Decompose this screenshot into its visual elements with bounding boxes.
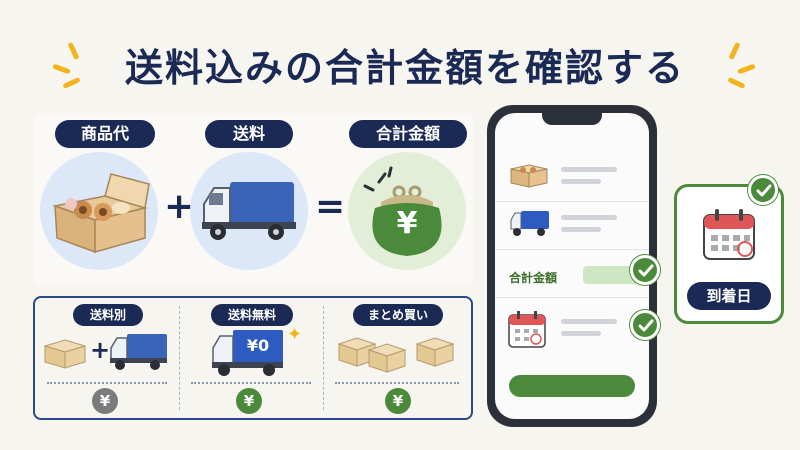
truck-icon: [110, 334, 167, 370]
phone-total-label: 合計金額: [509, 271, 558, 285]
equals-sign: =: [315, 186, 346, 227]
divider: [495, 249, 649, 250]
page-title: 送料込みの合計金額を確認する: [124, 46, 685, 90]
option-separate-shipping-label: 送料別: [73, 304, 143, 326]
free-shipping-price: ¥0: [246, 336, 270, 355]
placeholder-line: [561, 179, 601, 184]
divider: [179, 306, 180, 410]
sparkle-right-icon: [718, 41, 758, 92]
plus-sign: +: [90, 336, 111, 364]
yen-icon: ¥: [385, 388, 411, 414]
check-icon: [630, 310, 660, 340]
cake-box-icon: [510, 164, 548, 188]
placeholder-line: [561, 331, 601, 336]
sparkle-icon: ✦: [287, 324, 303, 345]
yen-symbol: ¥: [396, 206, 418, 241]
delivery-date-label: 到着日: [687, 282, 771, 310]
placeholder-line: [561, 227, 601, 232]
placeholder-line: [561, 167, 617, 172]
divider: [495, 297, 649, 298]
placeholder-line: [561, 319, 617, 324]
boxes-icon: [337, 337, 455, 373]
product-price-label: 商品代: [55, 120, 155, 148]
total-circle: ¥: [348, 152, 466, 270]
comparison-panel: 送料別 + ¥ 送料無料 ¥0 ✦ ¥ まとめ買い: [33, 296, 473, 420]
placeholder-line: [561, 215, 617, 220]
calendar-icon: [703, 209, 755, 260]
phone-notch: [542, 113, 602, 125]
truck-icon: [202, 182, 296, 240]
separator-line: [47, 382, 167, 384]
divider: [323, 306, 324, 410]
delivery-date-bubble: 到着日: [674, 184, 784, 324]
option-free-shipping-label: 送料無料: [211, 304, 293, 326]
cake-box-icon: [52, 173, 150, 254]
phone-screen: 合計金額: [495, 113, 649, 419]
sparkle-left-icon: [52, 41, 95, 92]
coin-purse-icon: [363, 166, 442, 256]
shipping-circle: [190, 152, 308, 270]
option-bulk-buy-label: まとめ買い: [353, 304, 443, 326]
phone-total-value: [583, 266, 639, 284]
truck-icon: [212, 330, 283, 376]
total-label: 合計金額: [349, 120, 467, 148]
plus-sign: +: [164, 186, 195, 227]
shipping-label: 送料: [205, 120, 293, 148]
yen-icon: ¥: [236, 388, 262, 414]
divider: [495, 201, 649, 202]
yen-icon: ¥: [92, 388, 118, 414]
product-circle: [40, 152, 158, 270]
check-icon: [748, 175, 778, 205]
truck-icon: [510, 211, 549, 236]
check-icon: [630, 255, 660, 285]
calendar-icon: [508, 311, 546, 348]
separator-line: [335, 382, 459, 384]
box-icon: [43, 339, 87, 369]
separator-line: [191, 382, 311, 384]
phone-mockup: 合計金額: [487, 105, 657, 427]
confirm-button[interactable]: [509, 375, 635, 397]
